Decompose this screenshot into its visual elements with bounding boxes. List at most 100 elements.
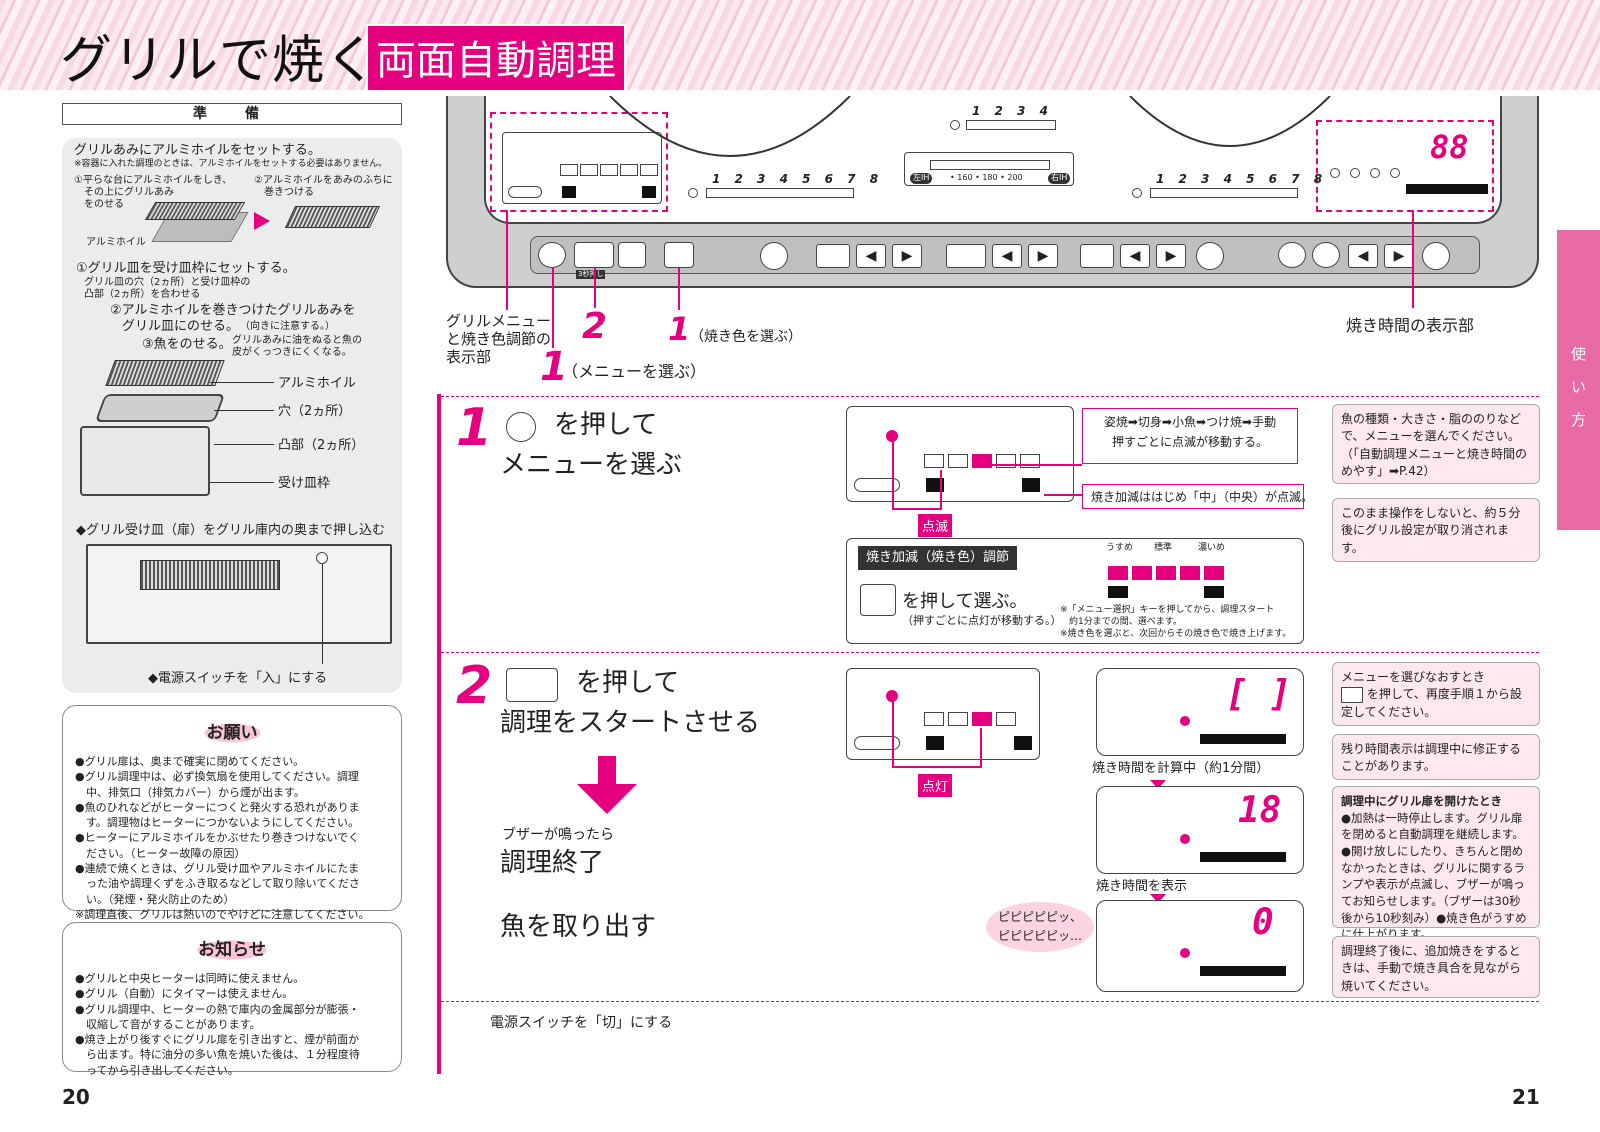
timer-key-2[interactable] [1312,242,1340,268]
timer-up-key[interactable]: ▶ [1384,244,1414,268]
prep-step1-note-a: グリル皿の穴（2ヵ所）と受け皿枠の [84,277,251,288]
grill-menu-led [886,690,898,702]
lit-tag: 点灯 [918,774,953,797]
right-down-key[interactable]: ◀ [1120,244,1150,268]
right-ladle-key[interactable] [1196,242,1224,270]
adjust-lamp [1132,566,1152,580]
request-item: ※調理直後、グリルは熱いのでやけどに注意してください。 [75,907,370,921]
request-item: い。（発煙・発火防止のため） [75,892,235,906]
leader-line [210,382,274,383]
left-level-bar [706,188,854,198]
info-item: ●グリルと中央ヒーターは同時に使えません。 [75,972,305,985]
info-item: ってから引き出してください。 [75,1063,239,1077]
small-down-arrow-icon [1150,894,1166,903]
menu-lamp [560,164,578,176]
reselect-title: メニューを選びなおすとき [1341,670,1486,684]
grill-key[interactable] [618,242,646,268]
reselect-body: を押して、再度手順１から設定してください。 [1341,687,1522,719]
info-item: ら出ます。特に油分の多い魚を焼いた後は、１分程度待 [75,1048,360,1062]
prep-step2-note: （向きに注意する。） [240,321,335,332]
timer-key[interactable] [1278,242,1306,268]
callout-line [678,268,680,310]
info-title: お知らせ [188,938,276,962]
prep-step3-note-a: グリルあみに油をぬると魚の [232,335,362,346]
menu-lamp [948,454,968,468]
status-lamp [1390,168,1400,178]
power-on-text: ◆電源スイッチを「入」にする [148,671,328,686]
info-item: ●グリル調理中、ヒーターの熱で庫内の金属部分が膨張・ [75,1002,360,1016]
grill-appliance-figure [86,544,392,644]
calc-text: 焼き時間を計算中（約1分間） [1092,761,1270,776]
lcd-digits-showing: 18 [1238,790,1282,831]
time-bar [1200,734,1286,744]
door-body: ●加熱は一時停止します。グリル扉を閉めると自動調理を継続します。●開け放しにした… [1341,810,1527,942]
request-item: ださい。（ヒーター故障の原因） [75,846,246,860]
color-adjust-key[interactable] [664,242,694,268]
menu-lamp [948,712,968,726]
start-key[interactable] [574,242,614,268]
center-up-key[interactable]: ▶ [1028,244,1058,268]
menu-lamp [580,164,598,176]
level-lamp [1204,586,1224,598]
menu-select-key-icon [506,412,536,442]
temp-scale: • 160 • 180 • 200 [950,173,1023,182]
grill-pan-figure [94,394,226,422]
grill-lamp [854,478,900,492]
center-down-key[interactable]: ◀ [992,244,1022,268]
power-switch-icon [316,552,328,564]
step1-line1: を押して [554,410,658,440]
start-key-icon [506,668,558,702]
status-lamp [1350,168,1360,178]
lock-key[interactable] [1422,242,1450,270]
right-ih-key[interactable] [1080,244,1114,268]
timer-down-key[interactable]: ◀ [1348,244,1378,268]
side-note-reselect: メニューを選びなおすとき を押して、再度手順１から設定してください。 [1332,662,1540,726]
time-display-digits: 88 [1430,128,1469,166]
menu-sequence: 姿焼➡切身➡小魚➡つけ焼➡手動 [1103,415,1277,429]
center-level-numbers: 1 2 3 4 [972,104,1053,118]
callout-line [1412,210,1414,308]
adjust-dark: 濃いめ [1198,543,1226,553]
menu-key-icon [1341,686,1363,703]
center-temp-bar [930,160,1050,170]
remove-text: 魚を取り出す [500,912,657,942]
blink-tag: 点滅 [918,514,953,537]
left-down-key[interactable]: ◀ [856,244,886,268]
prep-step3: ③魚をのせる。 [142,337,232,352]
leader-line [214,410,274,411]
fig1-text-c: をのせる [84,199,124,210]
left-ih-key[interactable] [816,244,850,268]
level-lamp [562,186,576,198]
request-item: ●連続で焼くときは、グリル受け皿やアルミホイルにたま [75,862,360,876]
center-key[interactable] [946,244,986,268]
adjust-lamp [1204,566,1224,580]
time-display-highlight [1316,120,1494,212]
push-in-text: ◆グリル受け皿（扉）をグリル庫内の奥まで押し込む [76,523,385,538]
level-lamp [926,736,944,750]
step2-line1: を押して [576,668,680,698]
time-bar [1406,184,1488,194]
divider [441,652,1539,653]
page-number-left: 20 [62,1085,90,1109]
callout-line [552,268,554,348]
show-text: 焼き時間を表示 [1096,879,1188,894]
pink-leader [892,700,894,768]
menu-lamp-lit [972,712,992,726]
fig2-text-a: ②アルミホイルをあみのふちに [254,175,393,186]
left-up-key[interactable]: ▶ [892,244,922,268]
side-note-door: 調理中にグリル扉を開けたとき ●加熱は一時停止します。グリル扉を閉めると自動調理… [1332,786,1540,941]
callout-text-1b: （メニューを選ぶ） [562,362,707,381]
adjust-lamp [1180,566,1200,580]
callout-text-1a: （焼き色を選ぶ） [690,329,802,345]
title-tag: 両面自動調理 [366,24,626,92]
pink-leader [892,766,982,768]
adjust-note-3: ※焼き色を選ぶと、次回からその焼き色で焼き上げます。 [1060,629,1292,639]
right-up-key[interactable]: ▶ [1156,244,1186,268]
right-burner-arc [1129,96,1331,147]
adjust-lamp [1108,566,1128,580]
pink-leader [1044,494,1082,496]
menu-select-key[interactable] [538,242,566,268]
left-ladle-key[interactable] [760,242,788,270]
info-item: ●グリル（自動）にタイマーは使えません。 [75,987,294,1001]
tab-char: 方 [1570,411,1586,429]
